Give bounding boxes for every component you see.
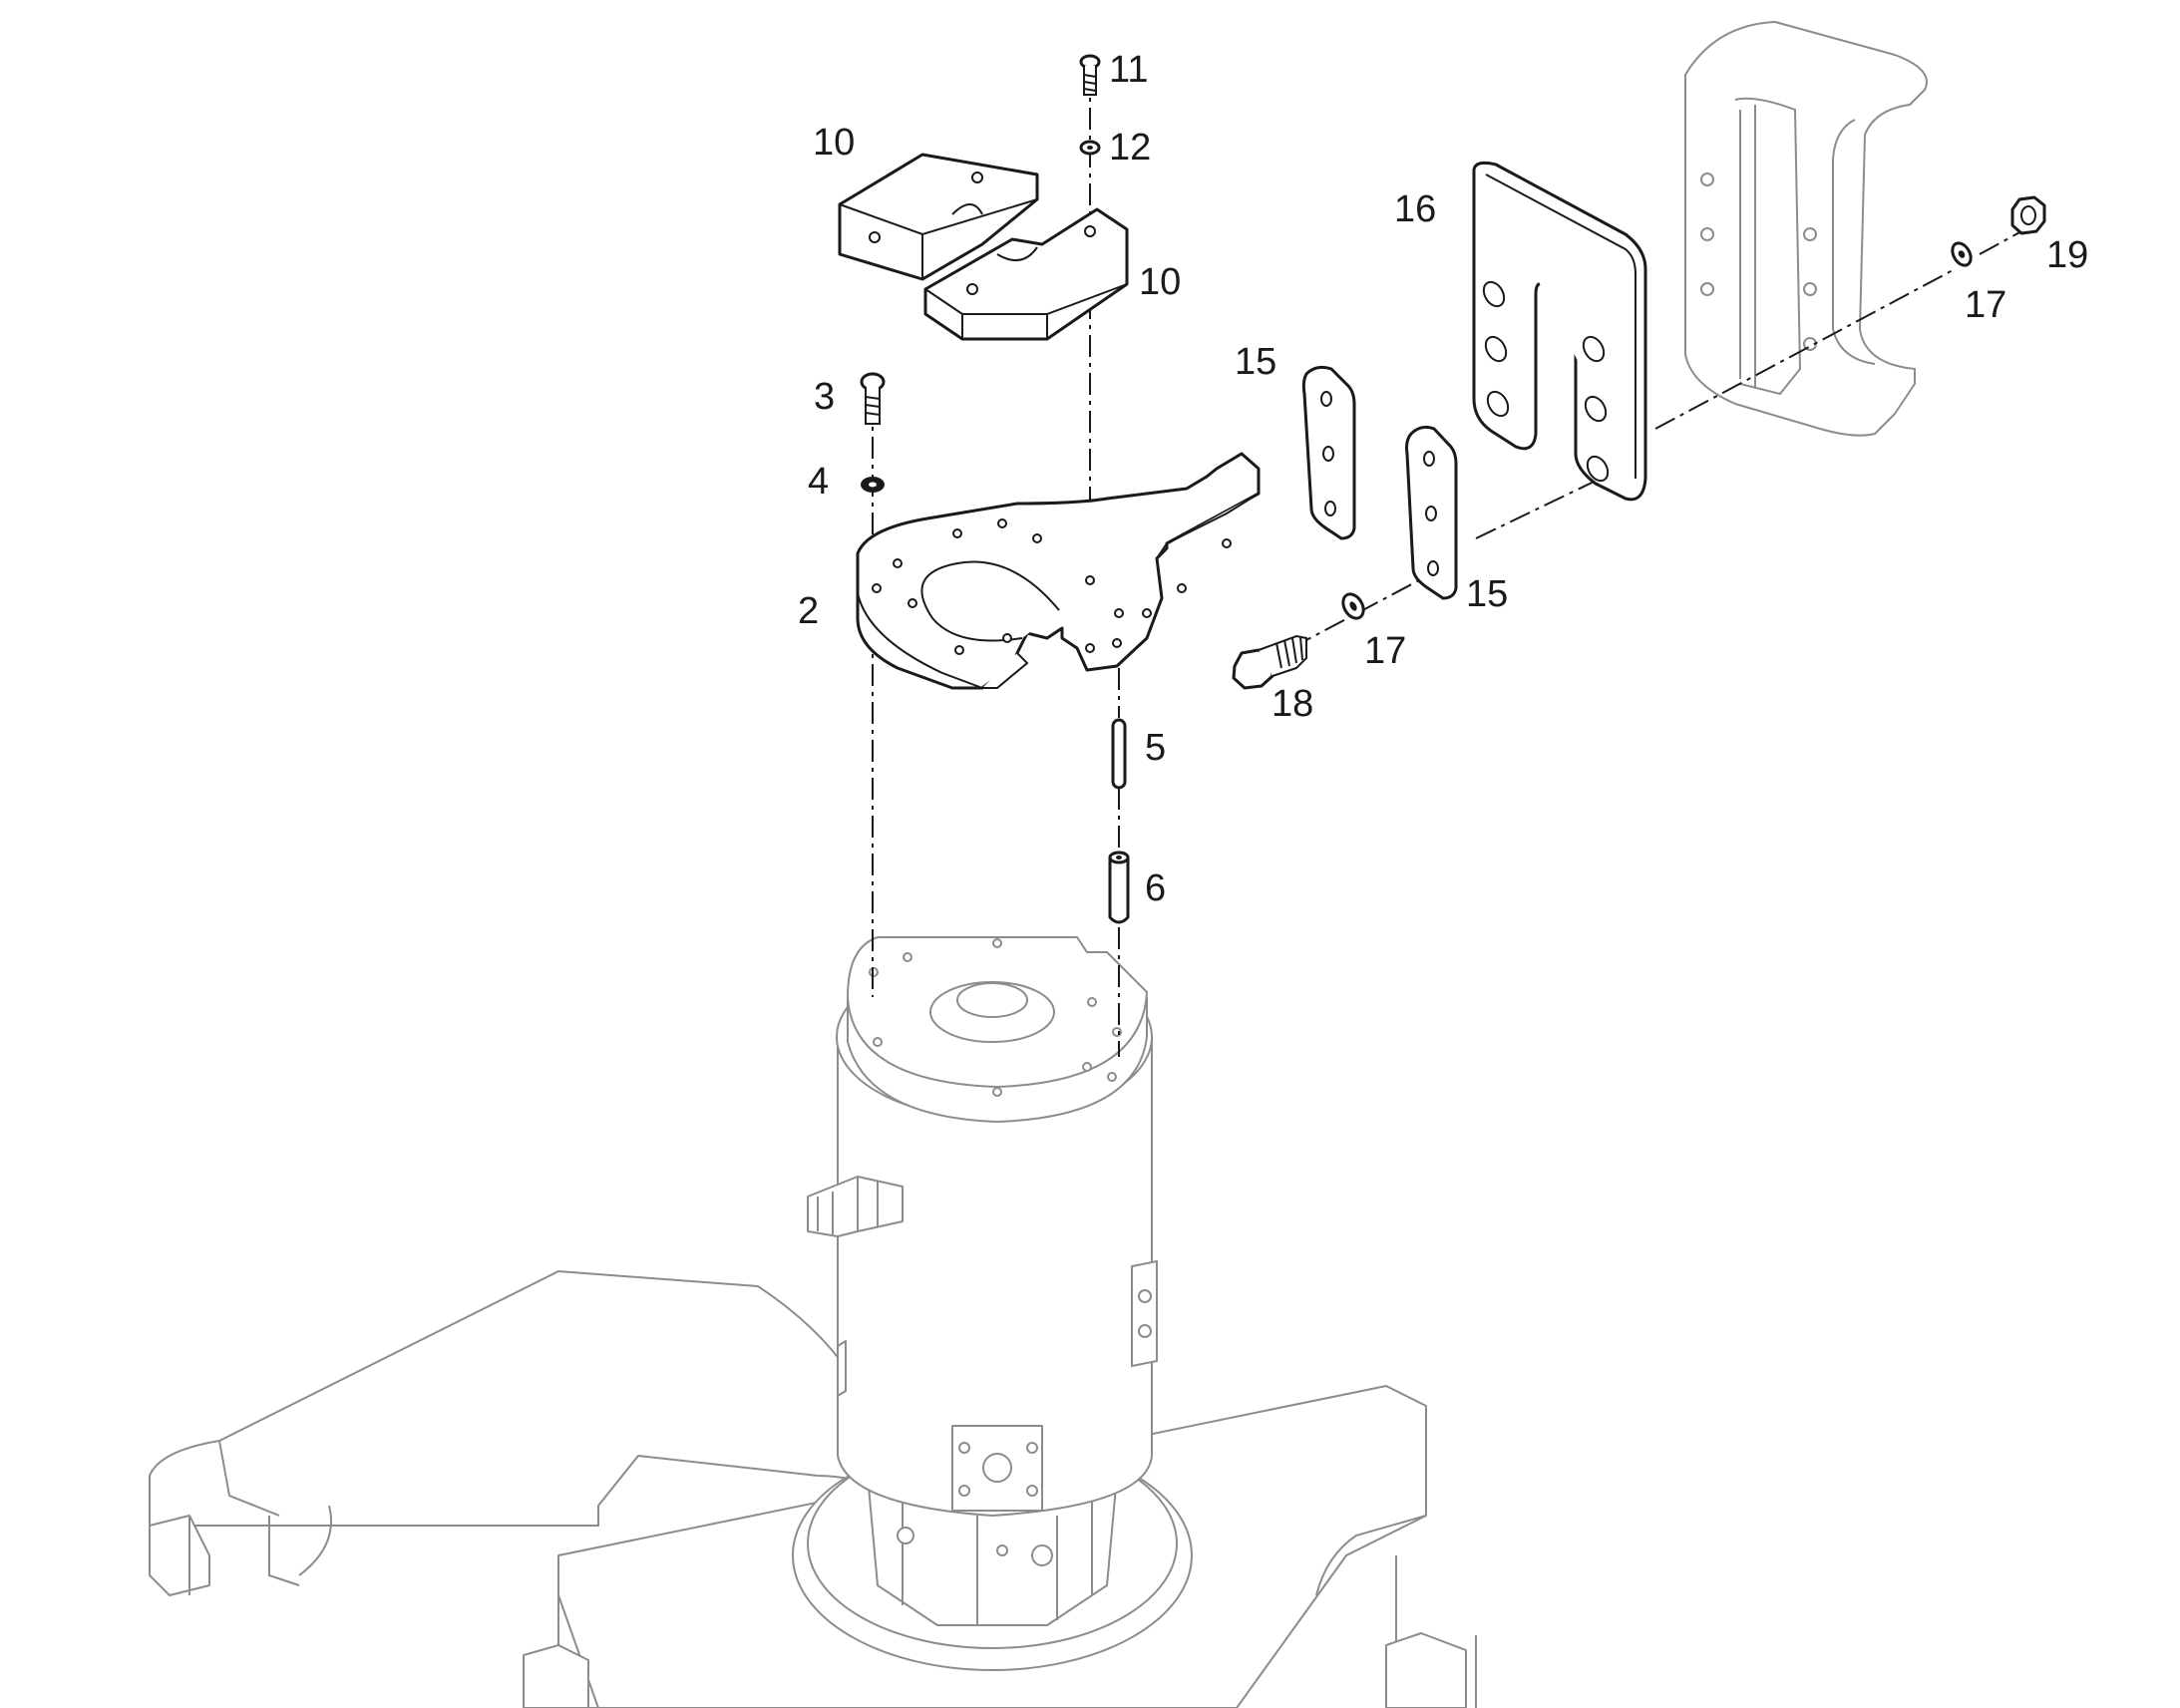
part-11-bolt xyxy=(1079,54,1101,96)
part-5-pin xyxy=(1111,718,1127,790)
part-12-washer xyxy=(1079,140,1101,156)
callout-labels: 2 3 4 5 6 10 10 11 12 15 15 16 17 17 18 … xyxy=(798,49,2088,909)
label-5: 5 xyxy=(1145,727,1166,769)
label-10-right: 10 xyxy=(1139,261,1181,303)
part-2-mounting-plate xyxy=(856,452,1261,690)
label-3: 3 xyxy=(814,376,835,418)
label-6: 6 xyxy=(1145,867,1166,909)
label-11: 11 xyxy=(1109,49,1148,91)
label-15-bottom: 15 xyxy=(1466,573,1508,615)
label-17-upper: 17 xyxy=(1965,284,2006,326)
label-18: 18 xyxy=(1272,683,1313,725)
part-17-washer-lower xyxy=(1341,592,1365,620)
part-4-washer xyxy=(861,477,885,493)
label-17-lower: 17 xyxy=(1364,630,1406,672)
label-2: 2 xyxy=(798,590,819,632)
assembly-axes xyxy=(872,70,2035,1057)
label-4: 4 xyxy=(808,461,829,503)
part-15-link-plate-right xyxy=(1405,425,1458,600)
label-16: 16 xyxy=(1394,188,1436,230)
part-17-washer-upper xyxy=(1951,241,1973,267)
part-10-clamp-block-right xyxy=(923,207,1129,341)
part-18-hex-bolt xyxy=(1232,634,1307,690)
label-10-left: 10 xyxy=(813,122,855,164)
part-3-bolt xyxy=(860,372,886,425)
label-19: 19 xyxy=(2046,234,2088,276)
machine-base xyxy=(149,936,1477,1708)
part-16-u-plate xyxy=(1472,161,1647,502)
part-15-link-plate-left xyxy=(1301,365,1356,540)
label-15-top: 15 xyxy=(1235,341,1276,383)
part-19-nut xyxy=(2010,195,2046,235)
fork-bracket-context xyxy=(1684,21,1928,437)
part-6-sleeve xyxy=(1108,851,1130,924)
label-12: 12 xyxy=(1109,127,1151,169)
part-10-clamp-block-left xyxy=(838,153,1039,281)
